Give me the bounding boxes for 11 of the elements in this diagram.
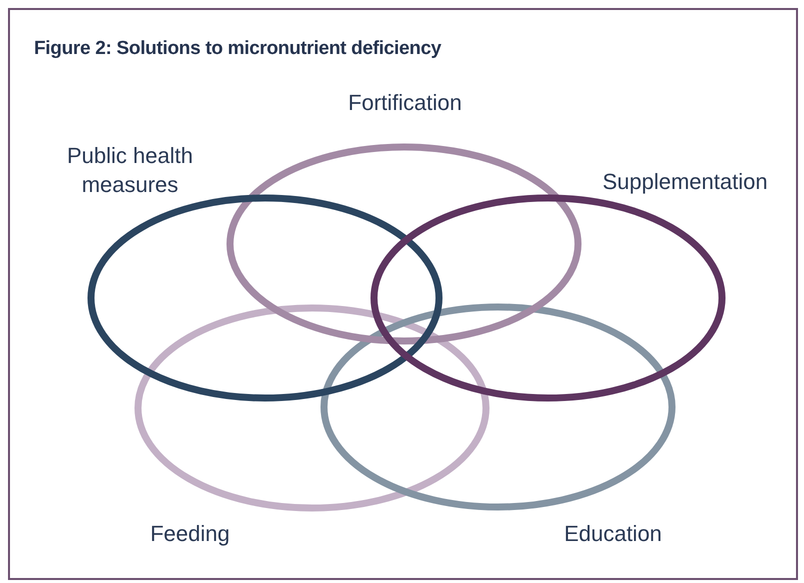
ellipse-outline xyxy=(226,144,582,344)
ellipse-outline xyxy=(320,304,676,510)
ellipse-label: Supplementation xyxy=(601,168,769,196)
ellipse-label: Feeding xyxy=(149,520,231,548)
ellipse-outline xyxy=(134,304,490,512)
ellipse-outline xyxy=(88,194,442,402)
figure-title: Figure 2: Solutions to micronutrient deficiency xyxy=(34,38,442,60)
ellipse-label: Fortification xyxy=(347,89,463,117)
ellipse-label: Public health measures xyxy=(66,142,194,199)
ellipse-label: Education xyxy=(563,520,663,548)
ellipse-outline xyxy=(370,194,726,402)
